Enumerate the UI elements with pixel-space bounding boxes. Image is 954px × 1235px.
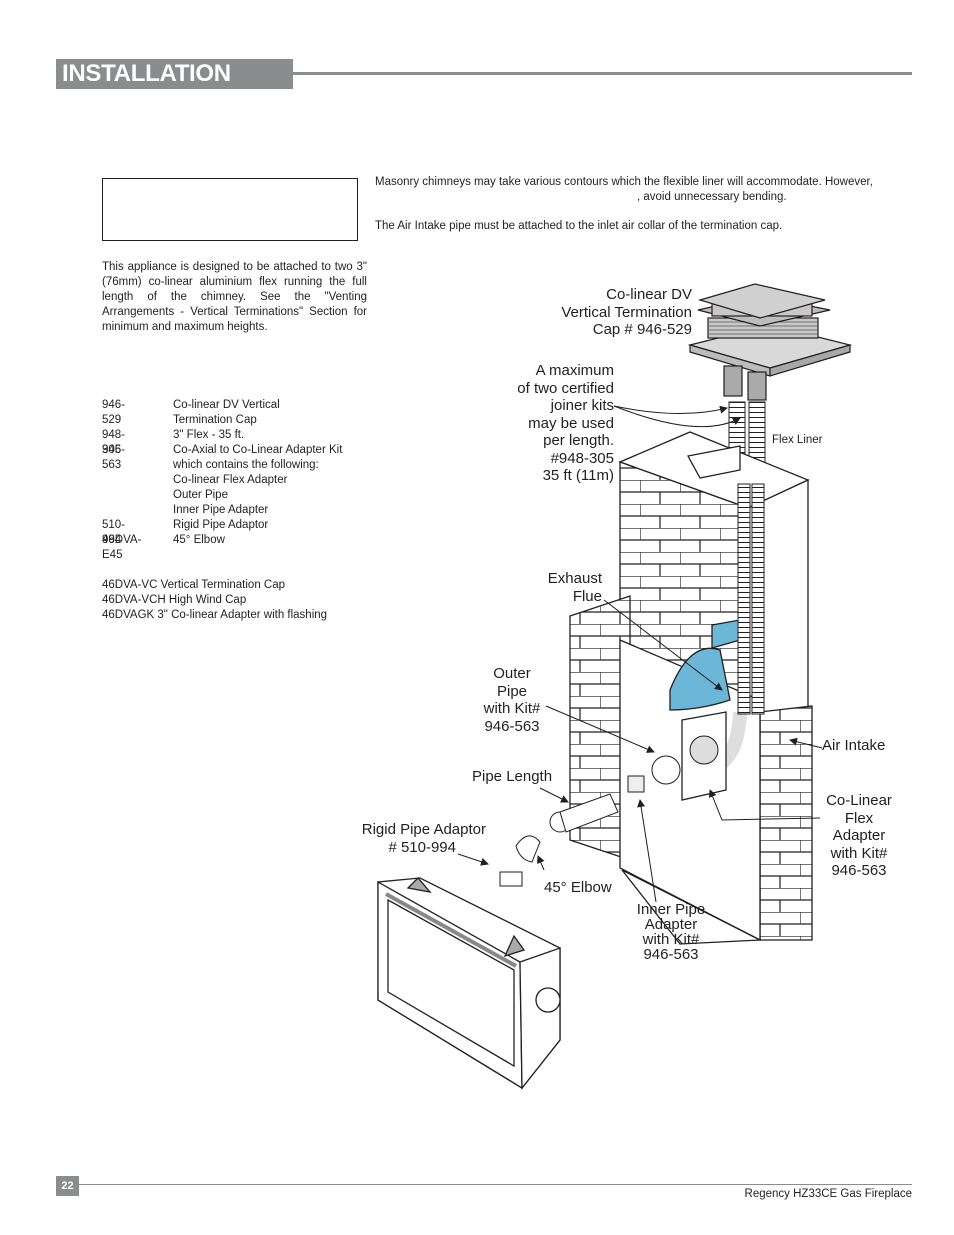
fireplace (377, 877, 561, 1090)
rigid-adaptor-label-line: Rigid Pipe Adaptor (361, 821, 486, 838)
cap-label-line: Vertical Termination (561, 303, 692, 321)
part-desc: Inner Pipe Adapter (173, 504, 269, 516)
joiner-label-line: of two certified (517, 379, 614, 397)
part-desc: Rigid Pipe Adaptor (173, 519, 269, 531)
part-code: 46DVA-E45 (102, 534, 142, 561)
inner-pipe-label: Inner Pipe Adapter with Kit# 946-563 (630, 902, 712, 962)
part-desc: Co-linear Flex Adapter (173, 474, 288, 486)
part-desc: 45° Elbow (173, 534, 225, 546)
rigid-adaptor-label-line: # 510-994 (388, 838, 456, 856)
chimney (569, 431, 813, 945)
outer-pipe-label-line: Pipe (496, 682, 528, 700)
inner-pipe-label-line: Inner Pipe (636, 901, 706, 918)
masonry-line2: , avoid unnecessary bending. (637, 191, 787, 203)
rigid-adaptor-label: Rigid Pipe Adaptor # 510-994 (346, 821, 486, 856)
termination-cap (687, 283, 853, 401)
masonry-paragraph: Masonry chimneys may take various contou… (375, 175, 915, 205)
rigid-pipe-adaptor (499, 871, 523, 887)
colinear-adapter-label-line: Flex (844, 809, 874, 827)
part-desc: Termination Cap (173, 414, 257, 426)
elbow-45 (515, 835, 541, 863)
outer-pipe (651, 755, 681, 785)
colinear-adapter-label-line: 946-563 (831, 862, 887, 879)
exhaust-label: Exhaust Flue (520, 570, 602, 605)
elbow-label: 45° Elbow (544, 879, 612, 896)
exhaust-flue (737, 483, 751, 715)
inner-pipe-adapter (627, 775, 645, 793)
joiner-label-line: per length. (543, 432, 614, 449)
outer-pipe-label-line: with Kit# (483, 700, 541, 717)
inner-pipe-label-line: 946-563 (643, 946, 699, 963)
header-bar (56, 59, 293, 89)
leader-lines (457, 405, 823, 903)
joiner-label-line: A maximum (535, 362, 614, 379)
page-title: INSTALLATION (62, 60, 231, 87)
warning-box (102, 178, 358, 241)
cap-label-line: Cap # 946-529 (592, 321, 692, 338)
part-desc: Outer Pipe (173, 489, 228, 501)
footer-rule (79, 1184, 912, 1185)
joiner-label: A maximum of two certified joiner kits m… (490, 362, 614, 485)
air-intake-liner (751, 483, 765, 715)
colinear-adapter-label-line: Co-Linear (826, 792, 892, 809)
part-code: 946-563 (102, 444, 126, 471)
page-number: 22 (56, 1176, 79, 1196)
outer-pipe-label-line: 946-563 (484, 717, 540, 735)
exhaust-label-line: Flue (572, 587, 602, 605)
joiner-label-line: may be used (528, 414, 614, 432)
joiner-label-line: 35 ft (11m) (542, 467, 614, 484)
masonry-line1: Masonry chimneys may take various contou… (375, 176, 873, 188)
header-rule (293, 72, 912, 75)
outer-pipe-label: Outer Pipe with Kit# 946-563 (472, 665, 552, 735)
part-code: 510-994 (102, 519, 126, 546)
joiner-label-line: joiner kits (550, 397, 614, 414)
part-desc: Co-Axial to Co-Linear Adapter Kit (173, 444, 343, 456)
part-desc: which contains the following: (173, 459, 319, 471)
optional-item: 46DVA-VC Vertical Termination Cap (102, 579, 286, 591)
colinear-adapter-label-line: with Kit# (830, 844, 888, 862)
intro-paragraph: This appliance is designed to be attache… (102, 261, 367, 333)
footer-product: Regency HZ33CE Gas Fireplace (744, 1188, 912, 1200)
pipe-length-label: Pipe Length (472, 768, 553, 785)
cap-label: Co-linear DV Vertical Termination Cap # … (540, 286, 692, 339)
outer-pipe-label-line: Outer (493, 665, 531, 682)
air-intake-paragraph: The Air Intake pipe must be attached to … (375, 220, 783, 232)
part-desc: Co-linear DV Vertical (173, 399, 280, 411)
flex-liner-label: Flex Liner (772, 434, 823, 446)
inner-pipe-label-line: Adapter (644, 916, 698, 933)
cap-label-line: Co-linear DV (606, 286, 692, 303)
part-code: 946-529 (102, 399, 126, 426)
part-code: 948-305 (102, 429, 126, 456)
exhaust-label-line: Exhaust (547, 570, 602, 587)
air-intake-label: Air Intake (822, 737, 886, 754)
optional-item: 46DVAGK 3" Co-linear Adapter with flashi… (102, 609, 328, 621)
optional-item: 46DVA-VCH High Wind Cap (102, 594, 247, 606)
colinear-adapter-label: Co-Linear Flex Adapter with Kit# 946-563 (820, 792, 898, 880)
colinear-adapter-label-line: Adapter (832, 827, 886, 844)
inner-pipe-label-line: with Kit# (642, 931, 700, 948)
joiner-label-line: #948-305 (550, 449, 614, 467)
part-desc: 3" Flex - 35 ft. (173, 429, 245, 441)
